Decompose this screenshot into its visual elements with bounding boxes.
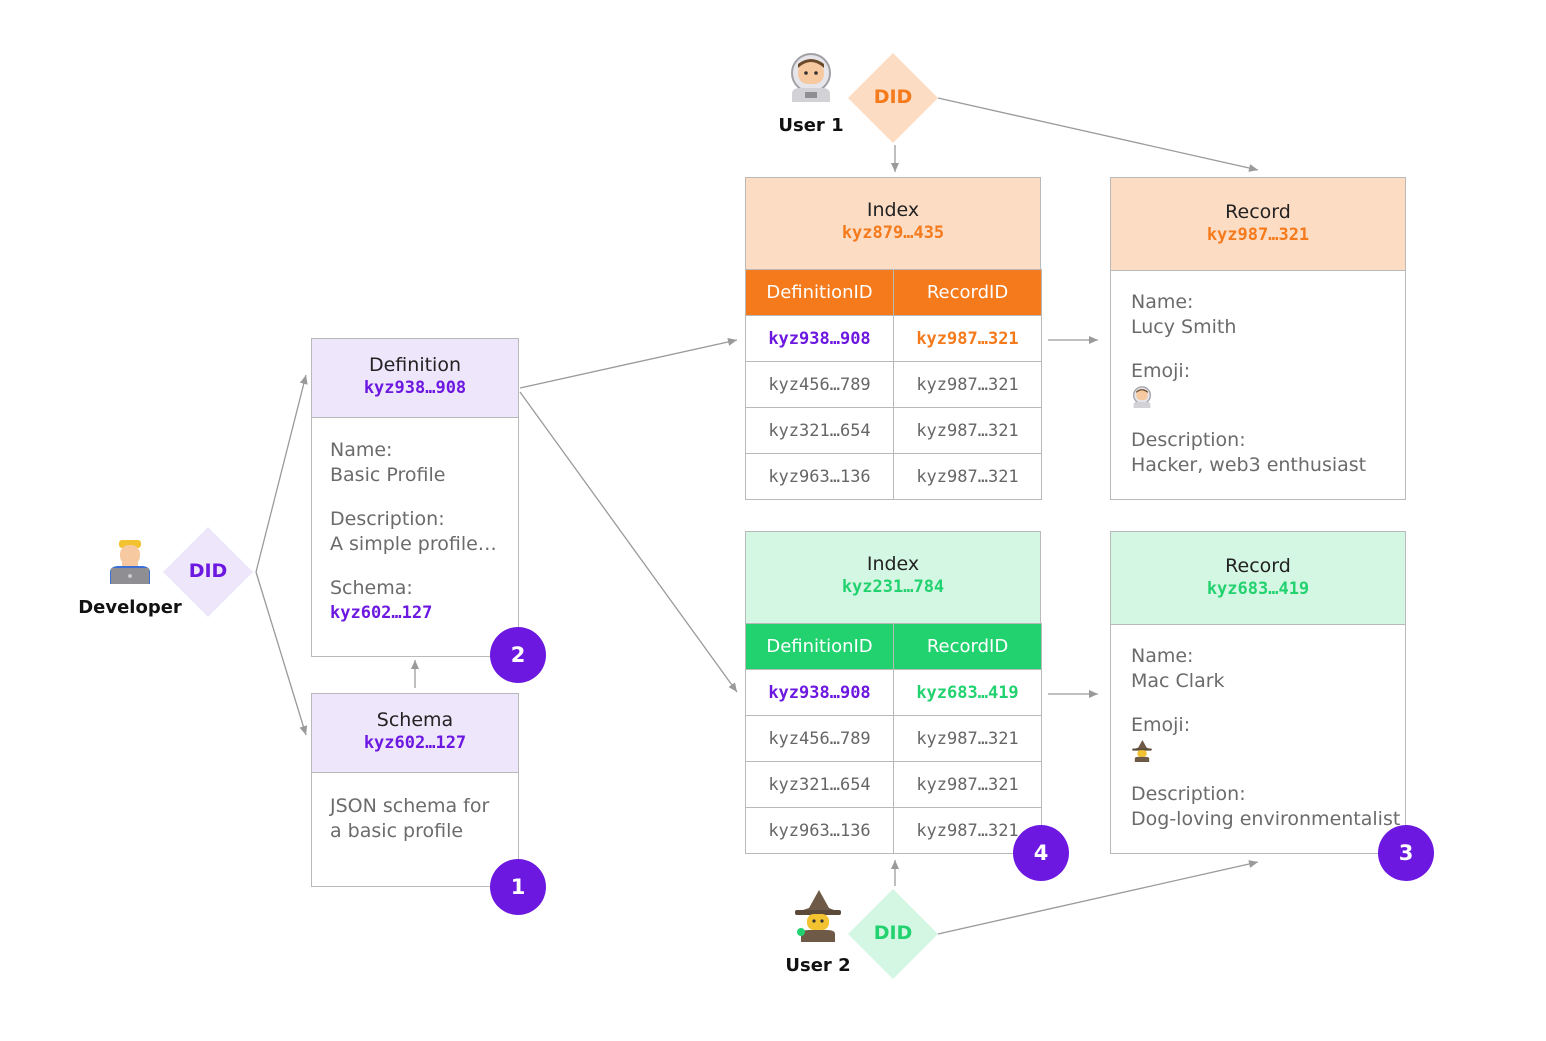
record1-box: Record kyz987…321 Name: Lucy Smith Emoji…	[1110, 177, 1406, 500]
table-row: kyz456…789 kyz987…321	[745, 361, 1042, 408]
definition-header: Definition kyz938…908	[312, 339, 518, 418]
developer-did-diamond	[163, 527, 253, 617]
index2-col-recordid: RecordID	[893, 623, 1042, 670]
record2-description-label: Description:	[1131, 783, 1246, 805]
table-row: kyz321…654 kyz987…321	[745, 761, 1042, 808]
record2-name-label: Name:	[1131, 645, 1194, 667]
index1-cell: kyz987…321	[893, 315, 1042, 362]
definition-id: kyz938…908	[363, 378, 467, 398]
record2-description-value: Dog-loving environmentalist	[1131, 808, 1401, 830]
record2-id: kyz683…419	[1206, 579, 1310, 599]
index1-col-recordid: RecordID	[893, 269, 1042, 316]
record1-name-value: Lucy Smith	[1131, 316, 1237, 338]
user1-did-label: DID	[873, 86, 913, 108]
record1-description-value: Hacker, web3 enthusiast	[1131, 454, 1367, 476]
index2-cell: kyz456…789	[745, 715, 894, 762]
index1-title: Index	[866, 199, 920, 221]
record2-box: Record kyz683…419 Name: Mac Clark Emoji:…	[1110, 531, 1406, 854]
table-row: kyz938…908 kyz987…321	[745, 315, 1042, 362]
index2-header-row: DefinitionID RecordID	[745, 623, 1042, 670]
user2-did-diamond	[848, 889, 938, 979]
step-badge-4: 4	[1013, 825, 1069, 881]
record1-id: kyz987…321	[1206, 225, 1310, 245]
index1-cell: kyz963…136	[745, 453, 894, 500]
record1-name-label: Name:	[1131, 291, 1194, 313]
user1-label: User 1	[778, 115, 844, 136]
record2-title: Record	[1225, 555, 1291, 577]
step-badge-3: 3	[1378, 825, 1434, 881]
arrow-definition-to-index1	[519, 338, 738, 389]
definition-schema-label: Schema:	[330, 577, 413, 599]
index1-cell: kyz987…321	[893, 361, 1042, 408]
index2-cell: kyz321…654	[745, 761, 894, 808]
record2-emoji-label: Emoji:	[1131, 714, 1191, 736]
definition-description-value: A simple profile…	[330, 533, 497, 555]
schema-description-line2: a basic profile	[330, 820, 464, 842]
index2-cell: kyz987…321	[893, 761, 1042, 808]
index1-id: kyz879…435	[841, 223, 945, 243]
index1-cell: kyz987…321	[893, 453, 1042, 500]
index1-header-box: Index kyz879…435	[745, 177, 1041, 270]
arrow-developer-to-definition	[255, 374, 308, 573]
table-row: kyz456…789 kyz987…321	[745, 715, 1042, 762]
index2-id: kyz231…784	[841, 577, 945, 597]
definition-name-value: Basic Profile	[330, 464, 446, 486]
definition-title: Definition	[368, 354, 461, 376]
index2-cell: kyz938…908	[745, 669, 894, 716]
developer-did-label: DID	[188, 560, 228, 582]
index2-cell: kyz683…419	[893, 669, 1042, 716]
record1-title: Record	[1225, 201, 1291, 223]
mage-icon	[793, 890, 843, 942]
index2-cell: kyz963…136	[745, 807, 894, 854]
definition-schema-value: kyz602…127	[330, 603, 433, 623]
schema-id: kyz602…127	[363, 733, 467, 753]
table-row: kyz963…136 kyz987…321	[745, 453, 1042, 500]
schema-description-line1: JSON schema for	[330, 795, 490, 817]
arrow-developer-to-schema	[255, 571, 308, 736]
index1-cell: kyz456…789	[745, 361, 894, 408]
definition-description-label: Description:	[330, 508, 445, 530]
schema-title: Schema	[376, 709, 454, 731]
schema-box: Schema kyz602…127 JSON schema for a basi…	[311, 693, 519, 887]
table-row: kyz938…908 kyz683…419	[745, 669, 1042, 716]
table-row: kyz321…654 kyz987…321	[745, 407, 1042, 454]
schema-header: Schema kyz602…127	[312, 694, 518, 773]
index1-table: DefinitionID RecordID kyz938…908 kyz987……	[745, 269, 1042, 500]
record1-header: Record kyz987…321	[1111, 178, 1405, 271]
index1-cell: kyz987…321	[893, 407, 1042, 454]
index1-cell: kyz938…908	[745, 315, 894, 362]
record2-header: Record kyz683…419	[1111, 532, 1405, 625]
step-badge-1: 1	[490, 859, 546, 915]
astronaut-icon	[786, 52, 836, 102]
mage-icon	[1131, 740, 1153, 762]
table-row: kyz963…136 kyz987…321	[745, 807, 1042, 854]
index2-title: Index	[866, 553, 920, 575]
arrow-user1-to-record1	[937, 97, 1259, 172]
definition-name-label: Name:	[330, 439, 393, 461]
index1-header-row: DefinitionID RecordID	[745, 269, 1042, 316]
arrow-definition-to-index2	[519, 391, 738, 693]
step-badge-2: 2	[490, 627, 546, 683]
arrow-user2-to-record2	[937, 860, 1259, 935]
index1-cell: kyz321…654	[745, 407, 894, 454]
index2-table: DefinitionID RecordID kyz938…908 kyz683……	[745, 623, 1042, 854]
definition-box: Definition kyz938…908 Name: Basic Profil…	[311, 338, 519, 657]
index2-header-box: Index kyz231…784	[745, 531, 1041, 624]
user2-label: User 2	[785, 955, 851, 976]
user1-did-diamond	[848, 53, 938, 143]
record1-description-label: Description:	[1131, 429, 1246, 451]
index1-col-definitionid: DefinitionID	[745, 269, 894, 316]
user2-did-label: DID	[873, 922, 913, 944]
index2-cell: kyz987…321	[893, 715, 1042, 762]
developer-label: Developer	[78, 597, 182, 618]
record2-name-value: Mac Clark	[1131, 670, 1225, 692]
developer-laptop-icon	[107, 536, 153, 584]
index2-col-definitionid: DefinitionID	[745, 623, 894, 670]
record1-emoji-label: Emoji:	[1131, 360, 1191, 382]
astronaut-icon	[1131, 386, 1153, 408]
